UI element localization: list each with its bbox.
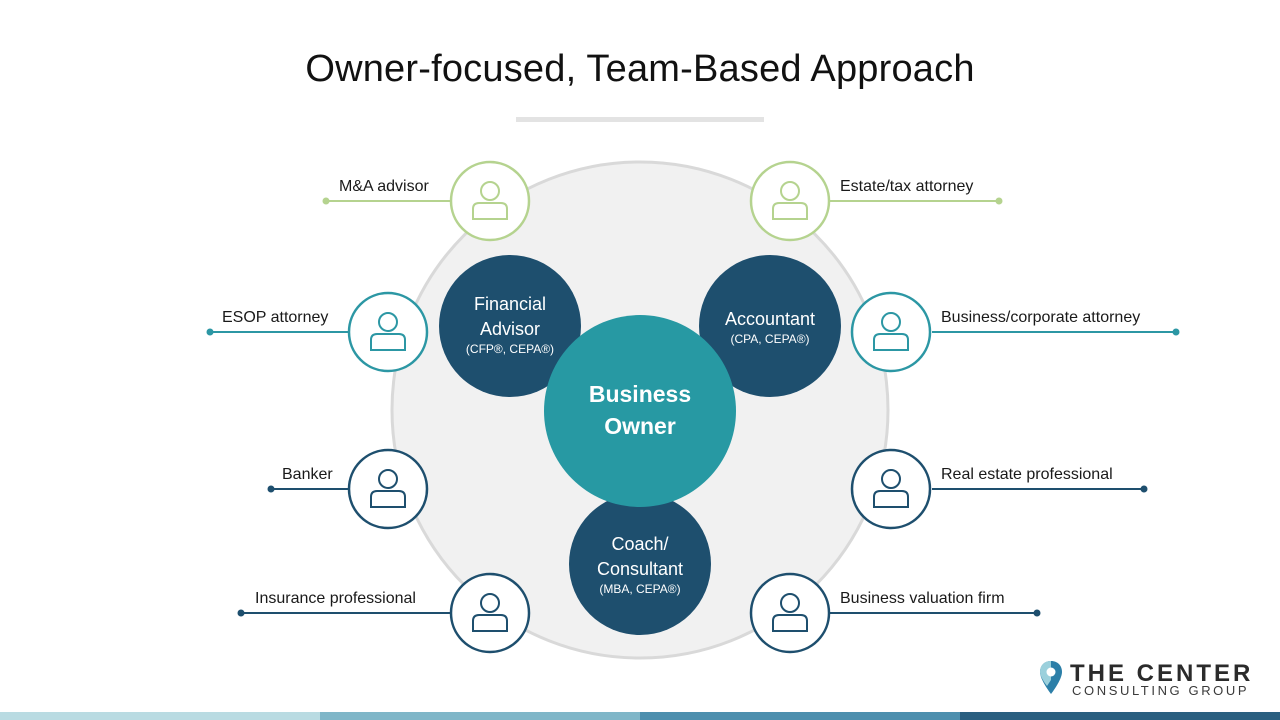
connector-banker [267, 485, 348, 493]
business-owner-label: Business Owner [588, 381, 692, 439]
estate-tax-attorney-node [749, 160, 831, 242]
logo-sub-text: CONSULTING GROUP [1072, 683, 1250, 698]
connector-real-estate [932, 485, 1148, 493]
insurance-label: Insurance professional [255, 590, 416, 607]
business-owner-circle [544, 315, 736, 507]
insurance-node [449, 572, 531, 654]
business-attorney-label: Business/corporate attorney [941, 309, 1141, 326]
financial-advisor-circle [439, 255, 581, 397]
accountant-circle [699, 255, 841, 397]
valuation-firm-label: Business valuation firm [840, 590, 1005, 607]
footer-segment [960, 712, 1280, 720]
estate-tax-attorney-label: Estate/tax attorney [840, 178, 974, 195]
business-attorney-node [850, 291, 932, 373]
company-logo: THE CENTER CONSULTING GROUP [1036, 660, 1260, 700]
footer-segment [0, 712, 320, 720]
banker-node [347, 448, 429, 530]
logo-main-text: THE CENTER [1070, 660, 1254, 687]
ma-advisor-label: M&A advisor [339, 178, 429, 195]
real-estate-label: Real estate professional [941, 466, 1113, 483]
title-underline [516, 117, 764, 122]
coach-circle [569, 493, 711, 635]
footer-segment [320, 712, 640, 720]
connector-estate-tax-attorney [830, 197, 1003, 205]
connector-ma-advisor [322, 197, 450, 205]
map-pin-icon [1040, 661, 1062, 694]
ma-advisor-node [449, 160, 531, 242]
slide-title: Owner-focused, Team-Based Approach [305, 48, 975, 90]
connector-esop-attorney [206, 328, 348, 336]
real-estate-node [850, 448, 932, 530]
footer-color-band [0, 712, 1280, 720]
banker-label: Banker [282, 466, 333, 483]
coach-label: Coach/ Consultant (MBA, CEPA®) [596, 534, 684, 596]
financial-advisor-label: Financial Advisor (CFP®, CEPA®) [465, 294, 555, 356]
accountant-label: Accountant (CPA, CEPA®) [724, 309, 816, 346]
valuation-firm-node [749, 572, 831, 654]
connector-valuation-firm [830, 609, 1041, 617]
connector-insurance [237, 609, 450, 617]
connector-business-attorney [932, 328, 1180, 336]
footer-segment [640, 712, 960, 720]
esop-attorney-node [347, 291, 429, 373]
esop-attorney-label: ESOP attorney [222, 309, 329, 326]
